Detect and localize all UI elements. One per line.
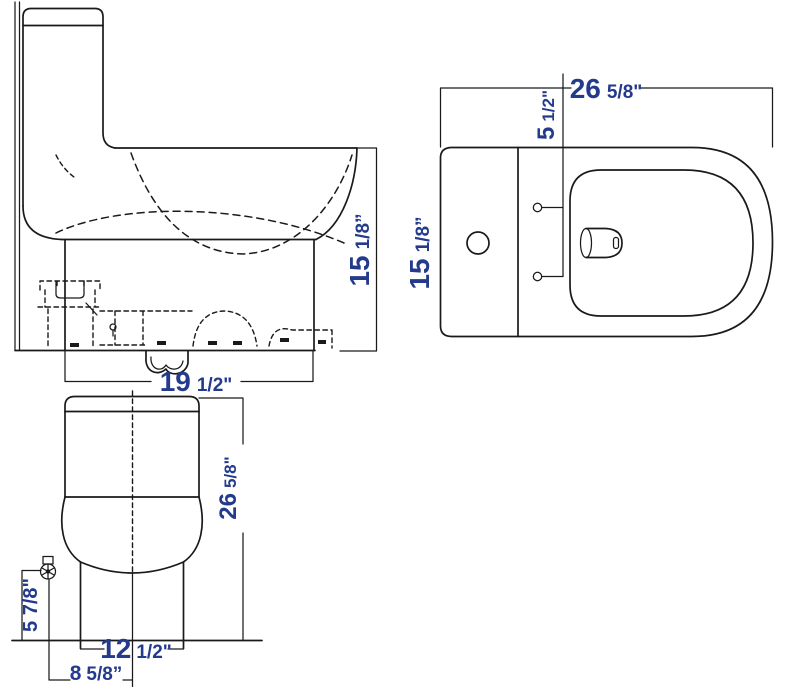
dim-line-top-width — [439, 87, 774, 148]
tank-base-curve — [22, 205, 63, 241]
water-jet-slot — [612, 236, 620, 250]
under-channel — [99, 310, 193, 346]
bowl-interior-curve — [130, 152, 353, 255]
water-jet-body — [585, 227, 623, 259]
dim-front-valve-height: 5 7/8" — [20, 578, 42, 632]
bolt-mark — [280, 338, 289, 342]
dim-line-valve-offset — [48, 579, 134, 681]
bolt-mark — [233, 341, 242, 345]
bolt-mark — [70, 343, 79, 347]
dim-line-side-depth — [64, 350, 314, 383]
flush-valve-cup — [55, 280, 85, 299]
bolt-mark — [208, 341, 217, 345]
bowl-front-curve — [315, 147, 358, 241]
dim-front-height: 265/8" — [215, 456, 242, 519]
bolt-mark — [318, 340, 326, 344]
floor-outlet-flange — [145, 350, 189, 375]
trap-dome — [192, 310, 258, 347]
floor-outlet-wave — [150, 356, 184, 370]
hatch-mark — [85, 302, 98, 316]
bowl-right-curve — [182, 496, 204, 563]
rim-waterline-curve — [55, 210, 345, 244]
body-outline — [439, 146, 774, 338]
dim-side-height: 151/8” — [344, 213, 375, 286]
dim-top-height: 151/8” — [404, 216, 435, 289]
flush-button — [466, 231, 490, 255]
dim-line-side-height — [339, 147, 378, 352]
trap-outlet-curve — [268, 328, 333, 349]
bowl-left-curve — [60, 496, 82, 563]
tank-outline — [64, 395, 200, 498]
seat-outline — [569, 169, 754, 317]
valve-spokes — [41, 563, 55, 580]
flush-valve-sides — [37, 289, 103, 308]
tank-outline — [22, 7, 116, 207]
bolt-mark — [157, 341, 166, 345]
dim-line-valve-height — [21, 569, 42, 642]
water-jet-opening — [579, 227, 593, 259]
inlet-curve — [55, 154, 75, 178]
supply-channel — [47, 308, 94, 348]
dim-top-bolt-spacing: 51/2" — [533, 90, 560, 140]
dim-line-front-height — [198, 397, 244, 642]
supply-valve-icon — [39, 555, 57, 580]
bowl-bottom-curve — [79, 561, 185, 574]
